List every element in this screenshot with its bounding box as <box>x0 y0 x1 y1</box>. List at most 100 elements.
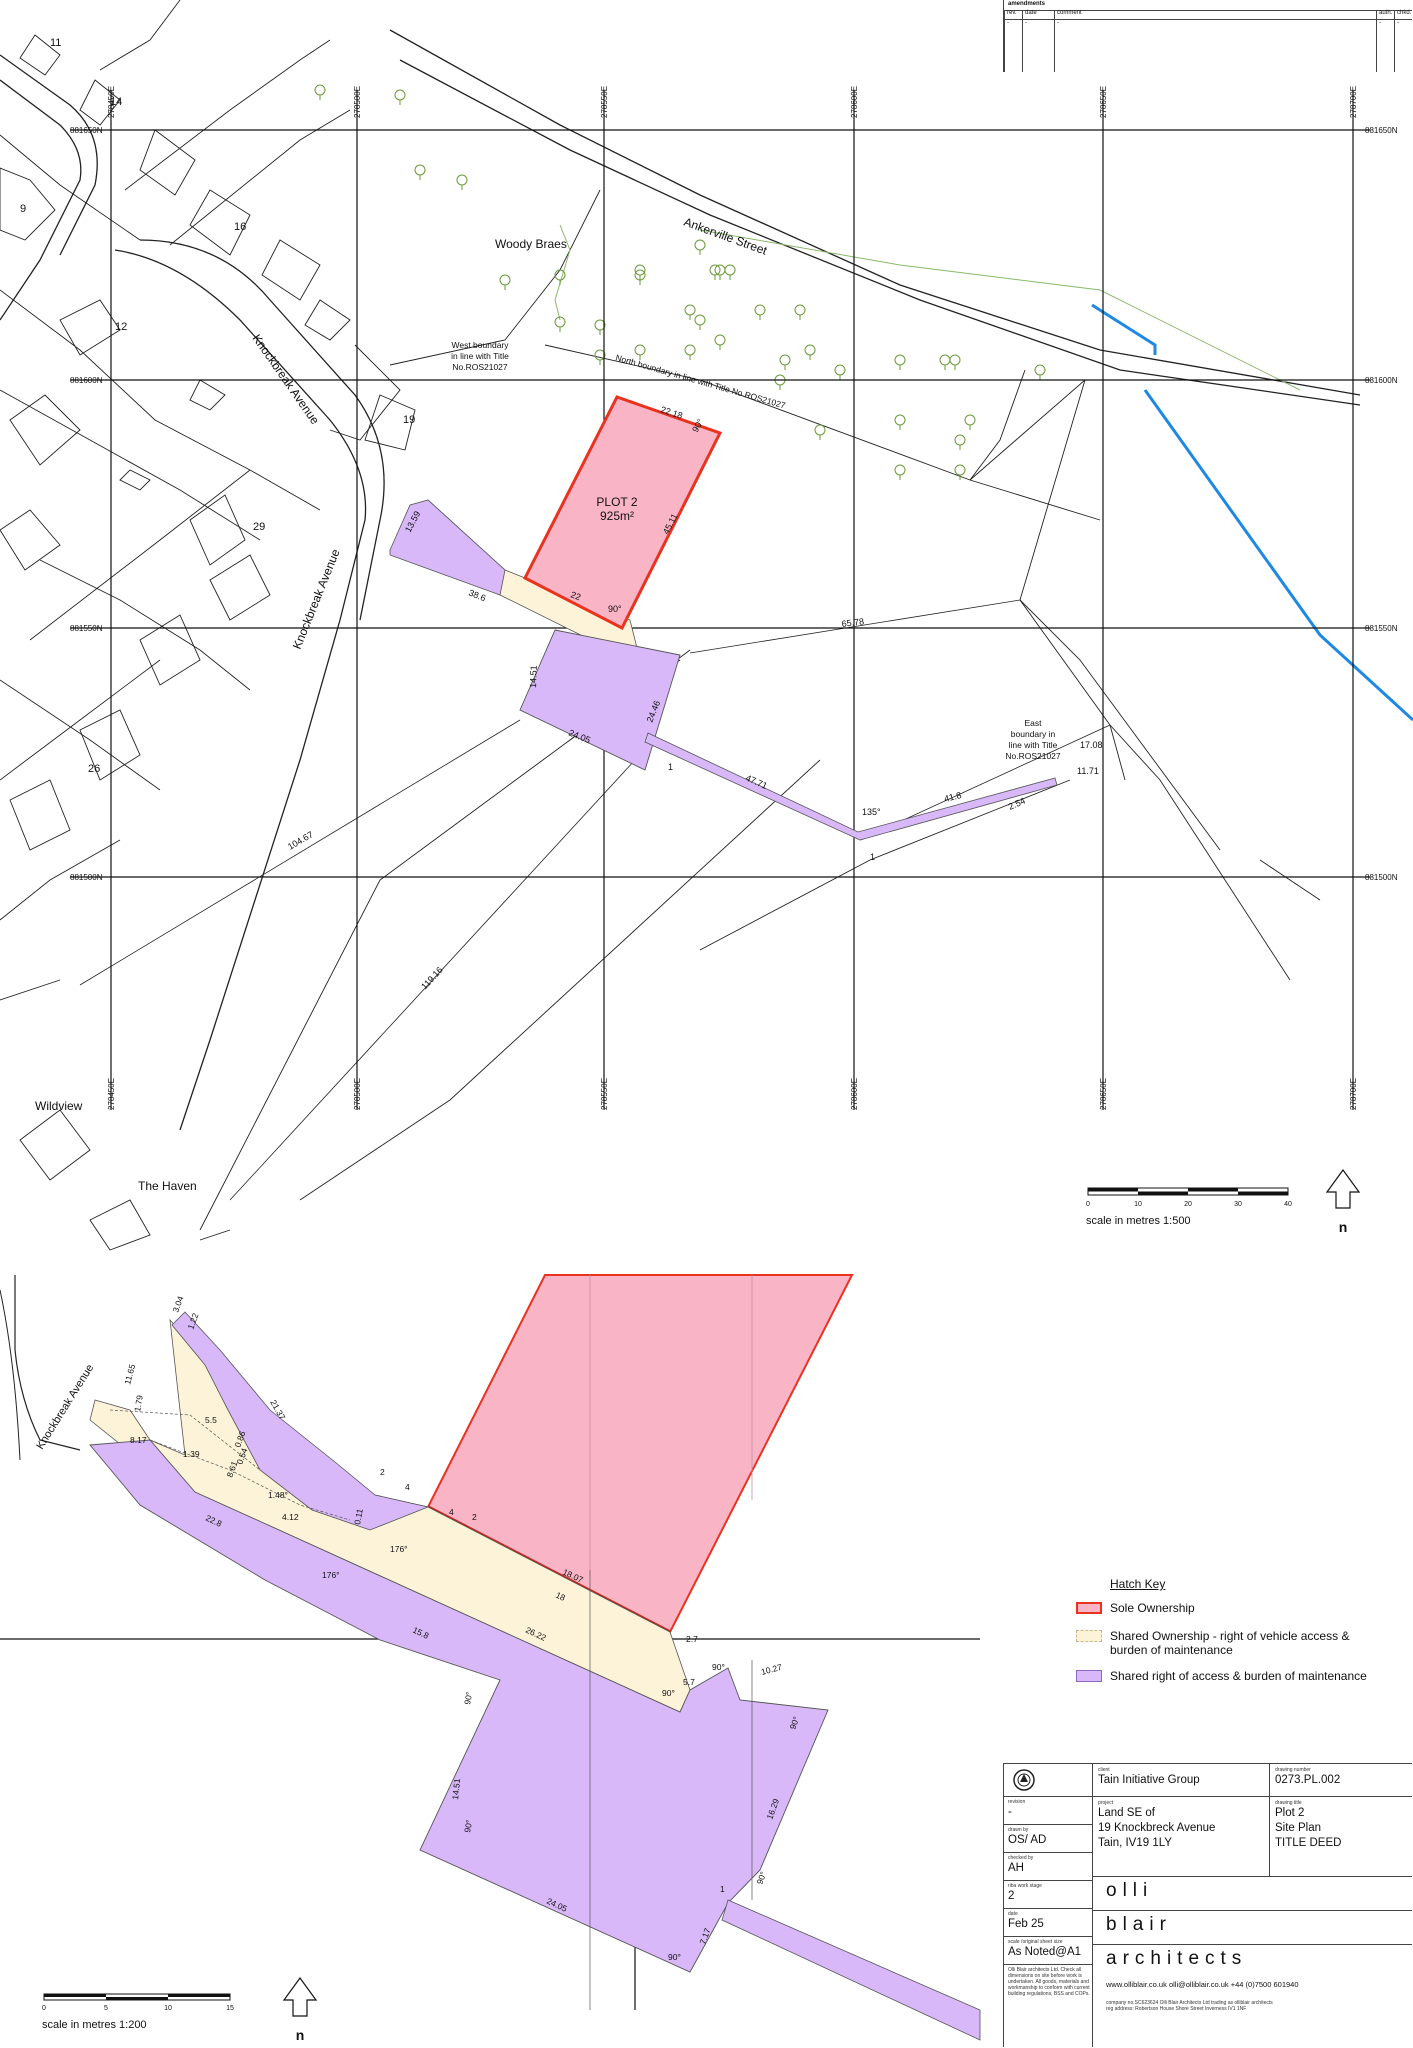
tree-icon <box>949 354 961 366</box>
swatch-shared-access <box>1076 1670 1102 1682</box>
scale-tick: 20 <box>1184 1201 1192 1208</box>
client-value: Tain Initiative Group <box>1098 1774 1200 1786</box>
dim-label: 90° <box>754 1870 768 1886</box>
dim-label: 11.65 <box>122 1363 137 1386</box>
north-label: n <box>1339 1219 1348 1235</box>
dim-label: 1.79 <box>132 1394 145 1412</box>
house-number: 19 <box>403 414 415 426</box>
hatch-key: Hatch Key Sole Ownership Shared Ownershi… <box>1076 1577 1376 1693</box>
northing-label: 881500N <box>70 873 103 882</box>
easting-label: 278500E <box>353 1078 362 1110</box>
easting-label: 278500E <box>353 86 362 118</box>
scale-tick: 40 <box>1284 1201 1292 1208</box>
col-auth: auth.- <box>1376 10 1395 72</box>
easting-label: 278700E <box>1349 1078 1358 1110</box>
house-number: 26 <box>88 763 100 775</box>
easting-label: 278550E <box>600 1078 609 1110</box>
tree-icon <box>694 239 706 251</box>
scale-label: scale in metres 1:200 <box>42 2019 147 2031</box>
dim-label: 90° <box>787 1715 801 1731</box>
house-number: 29 <box>253 521 265 533</box>
east-boundary-note: East boundary in line with Title No.ROS2… <box>1005 718 1061 761</box>
dim-label: 4.12 <box>282 1512 299 1522</box>
scale-tick: 5 <box>104 2005 108 2012</box>
os-grid <box>70 90 1370 1110</box>
dim-label: 1.48° <box>268 1490 288 1500</box>
property-boundaries <box>0 0 1321 1241</box>
dim-label: 5.5 <box>205 1415 217 1425</box>
col-chkd: chkd.- <box>1394 10 1413 72</box>
svg-text:No.ROS21027: No.ROS21027 <box>1005 751 1061 761</box>
dim-label: 3.04 <box>170 1294 185 1313</box>
tree-icon <box>779 354 791 366</box>
dim-label: 2.7 <box>686 1634 698 1644</box>
contact-line: www.olliblair.co.uk olli@olliblair.co.uk… <box>1106 1980 1299 1989</box>
dim-label: 1 <box>870 852 875 862</box>
crest-icon <box>1012 1768 1036 1795</box>
place-label: The Haven <box>138 1179 197 1193</box>
dim-label: 135° <box>862 807 881 817</box>
svg-text:West boundary: West boundary <box>451 340 509 350</box>
dim-label: 38.6 <box>467 588 487 604</box>
northing-label: 881600N <box>1365 376 1398 385</box>
swatch-sole <box>1076 1602 1102 1614</box>
dim-label: 10.27 <box>760 1662 783 1677</box>
tree-icon <box>456 174 468 186</box>
easting-label: 278600E <box>850 1078 859 1110</box>
col-date: date- <box>1022 10 1055 72</box>
tree-icon <box>414 164 426 176</box>
trees <box>314 84 1046 480</box>
easting-label: 278700E <box>1349 86 1358 118</box>
drawing-title-cell: drawing title Plot 2 Site Plan TITLE DEE… <box>1275 1800 1342 1849</box>
northing-label: 881650N <box>70 126 103 135</box>
svg-text:boundary in: boundary in <box>1011 729 1056 739</box>
scale-tick: 30 <box>1234 1201 1242 1208</box>
col-comment: comment- <box>1054 10 1377 72</box>
house-number: 11 <box>50 37 61 49</box>
tree-icon <box>314 84 326 96</box>
house-number: 16 <box>234 221 246 233</box>
svg-text:line with Title: line with Title <box>1009 740 1058 750</box>
northing-label: 881650N <box>1365 126 1398 135</box>
plot-2-sole-ownership <box>522 395 723 631</box>
firm-logo: blair <box>1106 1914 1172 1935</box>
tree-icon <box>754 304 766 316</box>
tree-icon <box>954 464 966 476</box>
tree-icon <box>939 354 951 366</box>
dim-label: 90° <box>668 1952 681 1962</box>
checked-by-cell: checked by AH <box>1008 1855 1034 1874</box>
green-line-2 <box>699 229 1301 391</box>
stage-cell: riba work stage 2 <box>1008 1883 1042 1902</box>
northing-label: 881600N <box>70 376 103 385</box>
street-edges <box>0 29 1361 1131</box>
company-info: company no.SC623624 Olli Blair Architect… <box>1106 2000 1273 2012</box>
dim-label: 8.17 <box>130 1435 147 1445</box>
dim-label: 1.39 <box>183 1449 200 1459</box>
tree-icon <box>684 304 696 316</box>
dim-label: 2 <box>472 1512 477 1522</box>
dim-label: 90° <box>662 1688 675 1698</box>
project-cell: project Land SE of 19 Knockbreck Avenue … <box>1098 1800 1216 1849</box>
disclaimer-cell: Olli Blair architects Ltd. Check all dim… <box>1008 1967 1090 1997</box>
dim-label: 14.51 <box>528 665 539 688</box>
watercourse <box>1091 303 1413 722</box>
north-label: n <box>296 2027 305 2043</box>
tree-icon <box>804 344 816 356</box>
tree-icon <box>714 334 726 346</box>
scale-tick: 0 <box>1086 1201 1090 1208</box>
dim-label: 18 <box>554 1590 567 1603</box>
col-rev: rev.- <box>1004 10 1023 72</box>
revision-cell: revision - <box>1008 1799 1026 1818</box>
tree-icon <box>894 354 906 366</box>
dim-label: 4 <box>405 1482 410 1492</box>
hatch-key-item: Sole Ownership <box>1076 1601 1376 1615</box>
northing-label: 881500N <box>1365 873 1398 882</box>
easting-label: 278550E <box>600 86 609 118</box>
date-cell: date Feb 25 <box>1008 1911 1044 1930</box>
dim-label: 90° <box>608 604 622 614</box>
easting-label: 278650E <box>1099 1078 1108 1110</box>
